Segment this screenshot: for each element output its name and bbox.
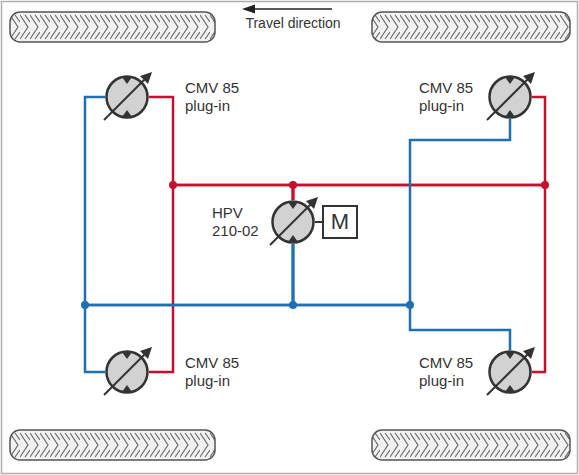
flow-triangle	[505, 77, 515, 84]
junction-dot	[541, 181, 549, 189]
tire	[10, 430, 215, 460]
unit-type: CMV 85 plug-in	[419, 79, 481, 115]
variable-arrowhead	[140, 72, 152, 84]
label-holder: Travel direction	[245, 15, 340, 32]
displacement-symbol	[271, 200, 315, 244]
variable-arrow	[270, 202, 313, 245]
unit-type: HPV 210-02	[212, 204, 264, 240]
junction-dot	[406, 301, 414, 309]
junction-dot	[289, 181, 297, 189]
junction-dot	[289, 301, 297, 309]
variable-arrow	[487, 77, 530, 120]
unit-type: CMV 85 plug-in	[185, 79, 247, 115]
unit-caption: CMV 85 plug-in	[419, 354, 481, 390]
flow-triangle	[288, 202, 298, 209]
variable-arrow	[104, 77, 147, 120]
tire	[372, 430, 570, 460]
unit-caption: CMV 85 plug-in	[185, 79, 247, 115]
unit-caption: HPV 210-02	[212, 204, 264, 240]
displacement-symbol	[488, 350, 532, 394]
hydraulic-line	[85, 244, 293, 372]
flow-triangle	[505, 352, 515, 359]
flow-triangle	[122, 77, 132, 84]
motor-symbol: CMV 85 plug-in	[488, 75, 532, 119]
motor-symbol: CMV 85 plug-in	[105, 75, 149, 119]
flow-triangle	[288, 235, 298, 242]
junction-dot	[81, 301, 89, 309]
flow-triangle	[122, 352, 132, 359]
variable-arrowhead	[523, 347, 535, 359]
variable-arrowhead	[523, 72, 535, 84]
flow-triangle	[505, 385, 515, 392]
displacement-symbol	[488, 75, 532, 119]
displacement-symbol	[105, 75, 149, 119]
direction-arrowhead	[242, 5, 255, 14]
unit-type: CMV 85 plug-in	[185, 354, 247, 390]
hydraulic-line	[293, 119, 510, 305]
tire	[372, 12, 570, 42]
variable-arrowhead	[140, 347, 152, 359]
variable-arrow	[104, 352, 147, 395]
pump-symbol: HPV 210-02	[271, 200, 315, 244]
variable-arrowhead	[306, 197, 318, 209]
unit-caption: CMV 85 plug-in	[419, 79, 481, 115]
motor-symbol: CMV 85 plug-in	[488, 350, 532, 394]
flow-triangle	[505, 110, 515, 117]
flow-triangle	[122, 385, 132, 392]
tire	[10, 12, 215, 42]
unit-caption: CMV 85 plug-in	[185, 354, 247, 390]
hydraulic-line	[293, 244, 510, 350]
hydraulic-line	[85, 97, 293, 305]
motor-box: M	[322, 205, 358, 239]
hydraulic-line	[315, 221, 322, 223]
motor-symbol: CMV 85 plug-in	[105, 350, 149, 394]
unit-type: CMV 85 plug-in	[419, 354, 481, 390]
motor-label: M	[331, 210, 349, 234]
hydraulic-line	[293, 185, 545, 372]
junction-dot	[169, 181, 177, 189]
direction-arrow	[252, 8, 332, 10]
variable-arrow	[487, 352, 530, 395]
displacement-symbol	[105, 350, 149, 394]
hydraulic-line	[149, 185, 293, 372]
direction-label: Travel direction	[245, 15, 340, 32]
flow-triangle	[122, 110, 132, 117]
